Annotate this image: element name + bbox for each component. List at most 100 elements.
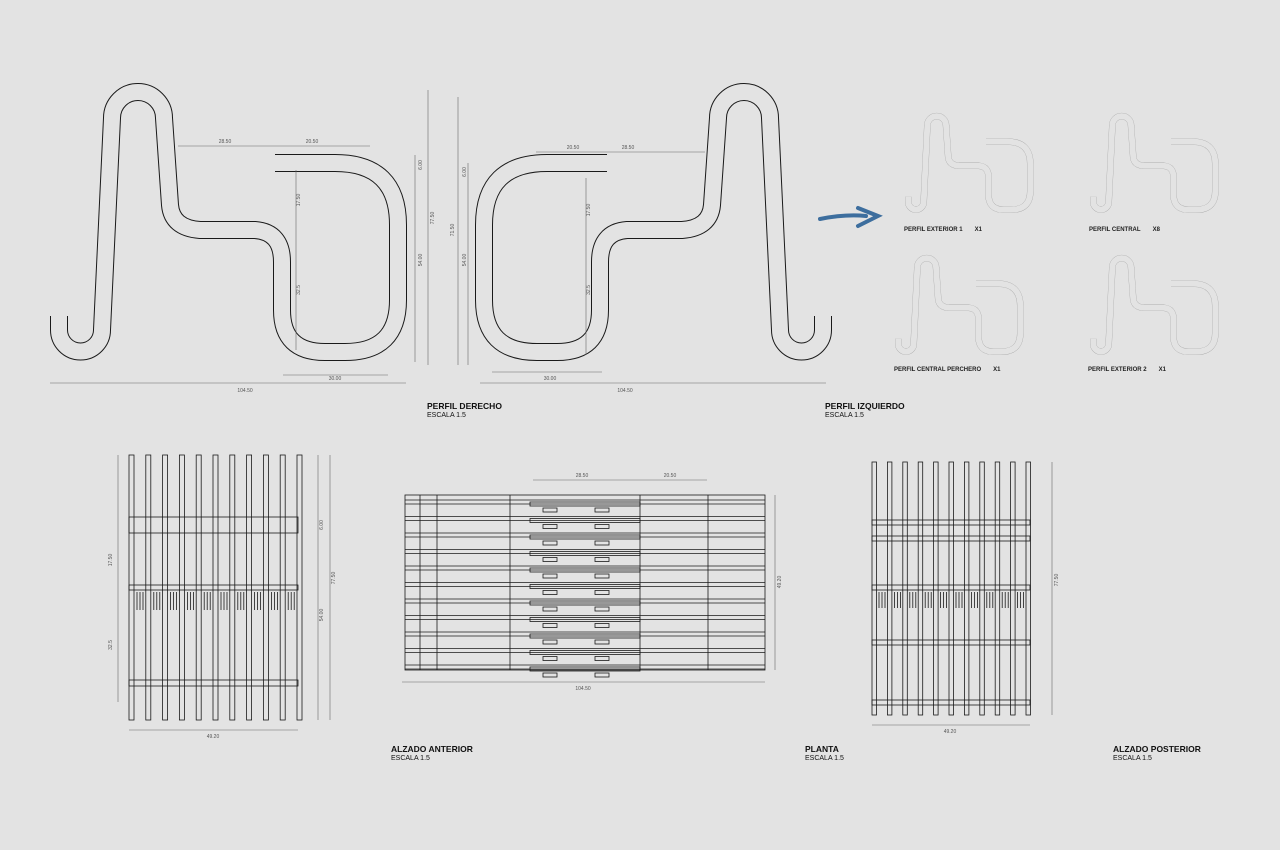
dimension-label: 32.5	[586, 285, 592, 295]
dimension-label: 104.50	[575, 686, 591, 692]
dimension-label: 20.50	[306, 139, 319, 145]
dimension-lines	[50, 90, 1053, 731]
part-fill	[908, 116, 1030, 210]
dimension-label: 6.00	[462, 167, 468, 177]
slat	[948, 461, 954, 716]
dimension-label: 54.00	[418, 254, 424, 267]
dimension-label: 6.00	[418, 160, 424, 170]
part-drawing	[1093, 258, 1215, 352]
slot	[594, 672, 610, 678]
seat-bar	[128, 584, 299, 591]
dimension-label: 104.50	[237, 388, 253, 394]
slat	[178, 454, 185, 721]
slot	[542, 507, 558, 513]
dimension-label: 49.20	[207, 734, 220, 740]
dimension-label: 49.20	[777, 576, 783, 589]
slat	[979, 461, 985, 716]
dimension-label: 30.00	[544, 376, 557, 382]
dimension-label: 17.50	[108, 554, 114, 567]
slot	[542, 590, 558, 595]
parts-drawings	[898, 116, 1215, 352]
slot	[594, 606, 610, 612]
dimension-label: 28.50	[576, 473, 589, 479]
backrest-band	[128, 516, 299, 534]
slot	[542, 639, 558, 645]
dimension-label: 20.50	[567, 145, 580, 151]
dimension-labels: 28.50 20.50 17.50 32.5 6.00 54.00 77.50 30.00 10…	[108, 139, 1060, 740]
slat	[994, 461, 1001, 716]
slat	[162, 454, 169, 721]
slot	[594, 590, 610, 595]
elevation-views	[128, 454, 1031, 721]
dimension-label: 77.50	[1054, 574, 1060, 587]
slat	[871, 461, 877, 716]
slot	[542, 557, 558, 562]
dimension-label: 54.00	[319, 609, 325, 622]
part-fill	[1093, 258, 1215, 352]
dimension-label: 20.50	[664, 473, 677, 479]
cross-bar	[871, 519, 1031, 526]
part-drawing	[898, 258, 1020, 352]
part-drawing	[908, 116, 1030, 210]
slat	[964, 461, 970, 716]
slot	[594, 507, 610, 513]
slot	[542, 524, 558, 529]
slat	[246, 454, 253, 721]
slot	[594, 557, 610, 562]
dimension-label: 32.5	[108, 640, 114, 650]
slat	[1010, 461, 1016, 716]
slat	[933, 461, 939, 716]
cross-bar	[871, 535, 1031, 542]
slat	[279, 454, 286, 721]
dimension-label: 17.50	[296, 194, 302, 207]
dimension-label: 54.00	[462, 254, 468, 267]
cross-bar	[871, 699, 1031, 706]
slat	[887, 461, 893, 716]
slot	[594, 656, 610, 661]
slot	[542, 573, 558, 579]
slot	[542, 672, 558, 678]
slat	[1025, 461, 1031, 716]
slot	[542, 623, 558, 628]
dimension-label: 30.00	[329, 376, 342, 382]
slot	[594, 524, 610, 529]
slot	[542, 656, 558, 661]
cross-bar	[871, 584, 1031, 591]
part-fill	[1093, 116, 1215, 210]
slot	[594, 623, 610, 628]
slat	[262, 454, 269, 721]
dimension-label: 71.50	[450, 224, 456, 237]
dimension-label: 6.00	[319, 520, 325, 530]
slat	[902, 461, 908, 716]
cross-bar	[871, 639, 1031, 646]
dimension-label: 49.20	[944, 729, 957, 735]
slot	[542, 540, 558, 546]
dimension-label: 17.50	[586, 204, 592, 217]
dimension-label: 28.50	[219, 139, 232, 145]
slot	[594, 540, 610, 546]
slat	[296, 454, 303, 721]
slat	[145, 454, 152, 721]
arrow-icon	[818, 206, 883, 228]
slat	[195, 454, 202, 721]
perfil-derecho-drawing	[59, 92, 398, 352]
slat	[229, 454, 236, 721]
dimension-label: 77.50	[430, 212, 436, 225]
dimension-label: 77.50	[331, 572, 337, 585]
dimension-label: 28.50	[622, 145, 635, 151]
slot	[542, 606, 558, 612]
perfil-izquierdo-drawing	[484, 92, 823, 352]
dimension-label: 32.5	[296, 285, 302, 295]
dimension-label: 104.50	[617, 388, 633, 394]
slat	[917, 461, 924, 716]
slat	[212, 454, 219, 721]
